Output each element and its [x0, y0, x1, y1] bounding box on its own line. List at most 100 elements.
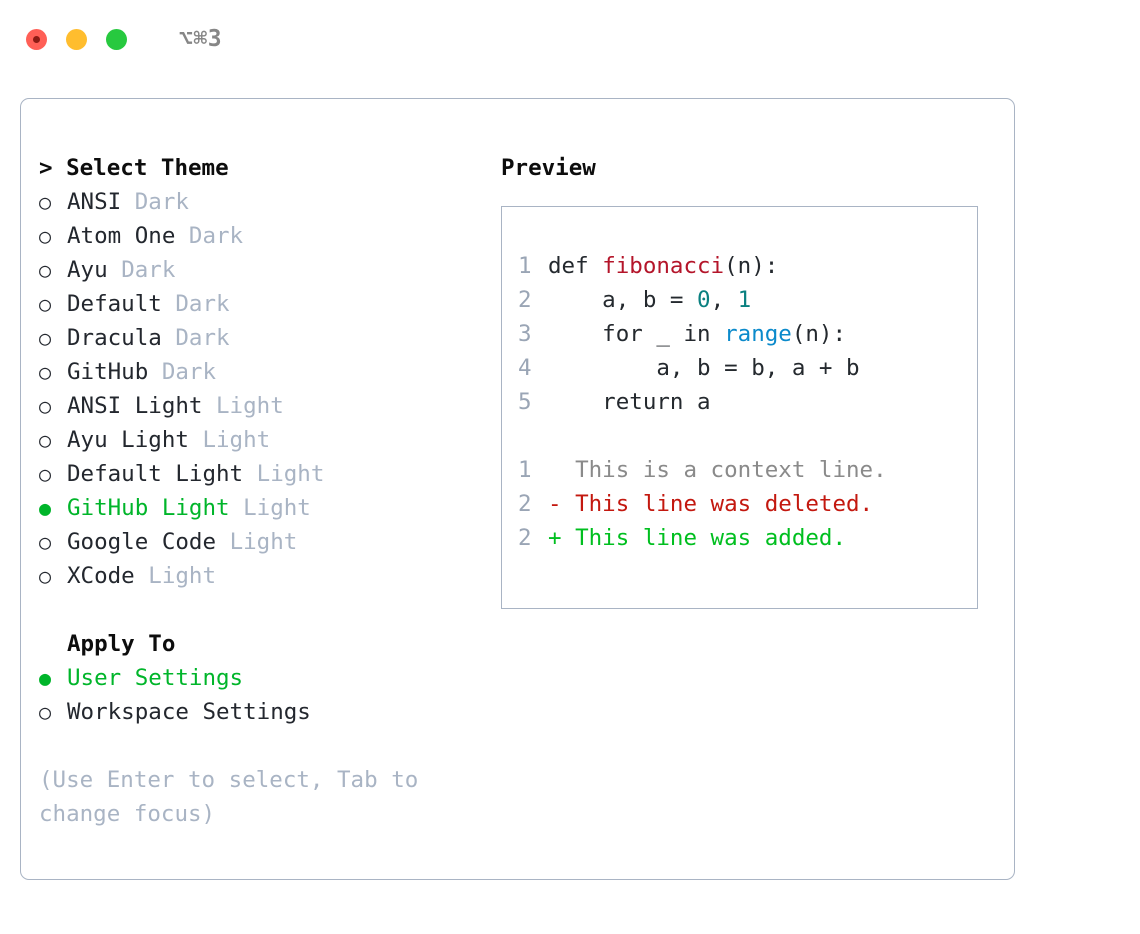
- radio-selected-icon: ●: [39, 496, 52, 520]
- theme-option-ayu-light[interactable]: ○ Ayu Light Light: [39, 423, 499, 457]
- code-line-number: 1: [518, 253, 532, 279]
- apply-to-heading: Apply To: [67, 631, 176, 657]
- theme-option-label: ANSI Light: [67, 393, 203, 419]
- theme-option-variant: Light: [229, 529, 298, 555]
- code-line-number: 3: [518, 321, 532, 347]
- diff-line-number: 2: [518, 525, 532, 551]
- close-window-button[interactable]: [26, 28, 47, 50]
- spacer: [243, 457, 257, 491]
- code-token-plain: a, b =: [548, 287, 698, 313]
- radio-unselected-icon: ○: [39, 564, 52, 588]
- code-line: 2 a, b = 0, 1: [518, 283, 969, 317]
- theme-option-ayu[interactable]: ○ Ayu Dark: [39, 253, 499, 287]
- theme-option-ansi-light[interactable]: ○ ANSI Light Light: [39, 389, 499, 423]
- theme-option-variant: Dark: [121, 257, 176, 283]
- titlebar: ⌥⌘3: [0, 0, 1140, 78]
- code-line: 4 a, b = b, a + b: [518, 351, 969, 385]
- spacer: [230, 491, 244, 525]
- theme-option-list: ○ANSI Dark○Atom One Dark○Ayu Dark○Defaul…: [39, 185, 499, 593]
- theme-option-variant: Dark: [134, 189, 189, 215]
- apply-to-option-label: Workspace Settings: [67, 699, 311, 725]
- theme-option-label: Default Light: [67, 461, 244, 487]
- theme-option-default-light[interactable]: ○ Default Light Light: [39, 457, 499, 491]
- apply-to-option-list: ●User Settings ○ Workspace Settings: [39, 661, 499, 729]
- radio-unselected-icon: ○: [39, 224, 52, 248]
- theme-option-variant: Dark: [161, 359, 217, 385]
- radio-unselected-icon: ○: [39, 394, 52, 418]
- theme-option-variant: Light: [243, 495, 311, 521]
- apply-to-option-label: User Settings: [67, 665, 244, 691]
- diff-line-text: - This line was deleted.: [548, 491, 874, 517]
- code-diff-spacer: [518, 419, 969, 453]
- radio-unselected-icon: ○: [39, 326, 52, 350]
- code-token-plain: return a: [548, 389, 711, 415]
- panes: > Select Theme ○ANSI Dark○Atom One Dark○…: [21, 99, 1014, 879]
- code-line: 5 return a: [518, 385, 969, 419]
- theme-option-label: GitHub: [67, 359, 149, 385]
- preview-title: Preview: [501, 155, 596, 181]
- code-line: 3 for _ in range(n):: [518, 317, 969, 351]
- diff-line-add: 2+ This line was added.: [518, 521, 969, 555]
- spacer: [162, 287, 176, 321]
- diff-line-text: This is a context line.: [548, 457, 887, 483]
- theme-option-dracula[interactable]: ○Dracula Dark: [39, 321, 499, 355]
- theme-option-label: ANSI: [67, 189, 122, 215]
- theme-option-default[interactable]: ○Default Dark: [39, 287, 499, 321]
- spacer: [202, 389, 216, 423]
- theme-option-variant: Light: [202, 427, 271, 453]
- spacer: [189, 423, 203, 457]
- theme-option-variant: Light: [256, 461, 325, 487]
- traffic-lights: [26, 28, 127, 50]
- code-token-num: 1: [737, 287, 752, 313]
- theme-option-variant: Light: [148, 563, 217, 589]
- spacer: [135, 559, 149, 593]
- minimize-window-button[interactable]: [66, 28, 87, 50]
- code-token-plain: (n):: [791, 321, 847, 347]
- spacer: [148, 355, 162, 389]
- apply-to-option-workspace-settings[interactable]: ○ Workspace Settings: [39, 695, 499, 729]
- theme-option-variant: Light: [216, 393, 284, 419]
- radio-unselected-icon: ○: [39, 700, 52, 724]
- radio-unselected-icon: ○: [39, 428, 52, 452]
- diff-line-number: 2: [518, 491, 532, 517]
- code-line-number: 4: [518, 355, 532, 381]
- radio-unselected-icon: ○: [39, 462, 52, 486]
- keyboard-shortcut-label: ⌥⌘3: [179, 26, 223, 52]
- apply-to-section: Apply To ●User Settings ○ Workspace Settin…: [39, 627, 499, 729]
- code-token-plain: for _ in: [548, 321, 725, 347]
- spacer: [162, 321, 176, 355]
- theme-option-ansi[interactable]: ○ANSI Dark: [39, 185, 499, 219]
- theme-option-variant: Dark: [175, 291, 230, 317]
- code-token-plain: a, b = b, a + b: [548, 355, 860, 381]
- theme-option-label: Ayu: [67, 257, 108, 283]
- theme-option-variant: Dark: [175, 325, 230, 351]
- spacer: [175, 219, 189, 253]
- theme-option-label: Default: [67, 291, 162, 317]
- code-token-call: range: [724, 321, 792, 347]
- diff-line-number: 1: [518, 457, 532, 483]
- maximize-window-button[interactable]: [106, 28, 127, 50]
- spacer: [216, 525, 230, 559]
- theme-option-label: Atom One: [67, 223, 176, 249]
- radio-unselected-icon: ○: [39, 258, 52, 282]
- theme-option-label: GitHub Light: [67, 495, 230, 521]
- theme-option-variant: Dark: [188, 223, 244, 249]
- spacer: [121, 185, 135, 219]
- code-token-plain: ,: [710, 287, 738, 313]
- theme-option-github-light[interactable]: ● GitHub Light Light: [39, 491, 499, 525]
- theme-option-google-code[interactable]: ○Google Code Light: [39, 525, 499, 559]
- apply-to-option-user-settings[interactable]: ●User Settings: [39, 661, 499, 695]
- theme-option-github[interactable]: ○GitHub Dark: [39, 355, 499, 389]
- keyboard-hint-text: (Use Enter to select, Tab to change focu…: [39, 767, 419, 827]
- diff-line-context: 1 This is a context line.: [518, 453, 969, 487]
- spacer: [108, 253, 122, 287]
- code-token-plain: def: [548, 253, 603, 279]
- theme-option-label: Ayu Light: [67, 427, 189, 453]
- theme-option-atom-one[interactable]: ○ Atom One Dark: [39, 219, 499, 253]
- theme-option-xcode[interactable]: ○ XCode Light: [39, 559, 499, 593]
- theme-option-label: XCode: [67, 563, 135, 589]
- code-token-num: 0: [697, 287, 711, 313]
- theme-option-label: Google Code: [67, 529, 217, 555]
